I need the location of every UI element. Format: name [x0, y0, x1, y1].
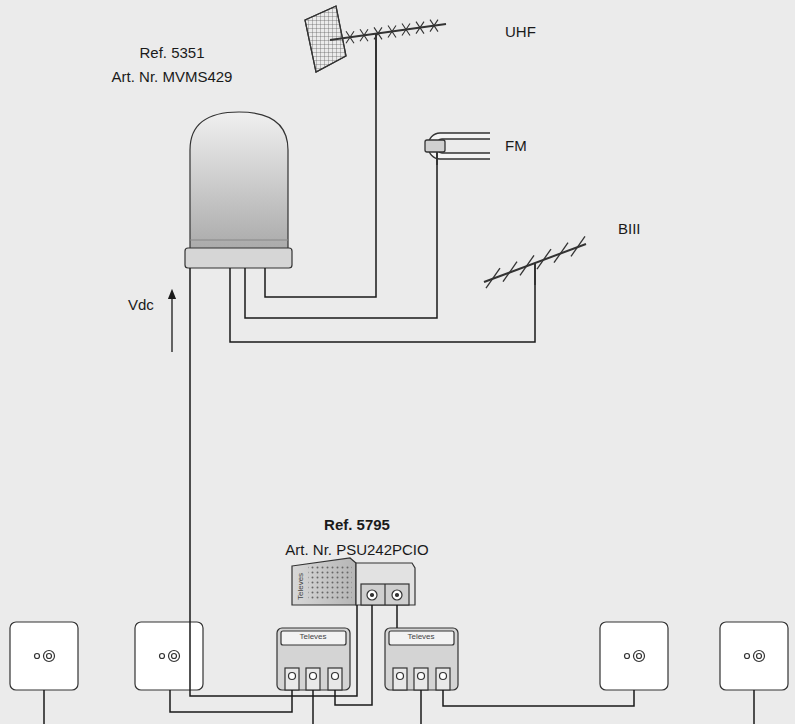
biii-antenna-node: BIII: [478, 215, 658, 285]
coax-cable: [265, 90, 376, 297]
wall-outlet: [135, 622, 203, 690]
fm-antenna: [425, 133, 490, 165]
coax-cable: [396, 605, 398, 628]
fm-antenna-node: FM: [410, 125, 540, 165]
part-label: Art. Nr. MVMS429: [112, 68, 233, 85]
brand-mark: Televes: [299, 632, 326, 641]
brand-mark: Televes: [296, 573, 305, 600]
power-supply: [292, 558, 415, 605]
uhf-antenna-node: UHF: [300, 4, 550, 90]
biii-antenna: [484, 236, 586, 288]
uhf-elements: [346, 20, 438, 44]
splitter-2: [385, 628, 458, 690]
brand-mark: Televes: [407, 632, 434, 641]
wall-outlet: [720, 622, 788, 690]
part-label: FM: [505, 137, 527, 154]
amplifier-housing: [185, 112, 292, 268]
uhf-antenna: [305, 6, 446, 90]
splitter-1: [277, 628, 350, 690]
antenna-boom: [330, 24, 446, 40]
splitter-node: Televes: [277, 628, 350, 690]
coax-cable: [245, 165, 437, 318]
coax-cable: [335, 605, 372, 705]
wall-outlet: [600, 622, 668, 690]
part-label: BIII: [618, 220, 641, 237]
coax-cable: [230, 268, 535, 342]
amplifier-node: Ref. 5351Art. Nr. MVMS429: [100, 40, 300, 268]
wall-outlets: [10, 622, 788, 690]
coax-cable: [190, 268, 357, 696]
coax-wires: [44, 690, 754, 724]
antenna-mast: [375, 34, 377, 90]
part-label: Ref. 5795: [324, 516, 390, 533]
signal-label: Vdc: [128, 296, 154, 313]
part-label: UHF: [505, 23, 536, 40]
wall-outlet: [10, 622, 78, 690]
power-supply-node: Ref. 5795Art. Nr. PSU242PCIO Televes: [270, 512, 445, 605]
part-label: Art. Nr. PSU242PCIO: [285, 541, 428, 558]
part-label: Ref. 5351: [139, 44, 204, 61]
dc-direction-arrow: [171, 294, 172, 352]
splitter-node: Televes: [385, 628, 458, 690]
